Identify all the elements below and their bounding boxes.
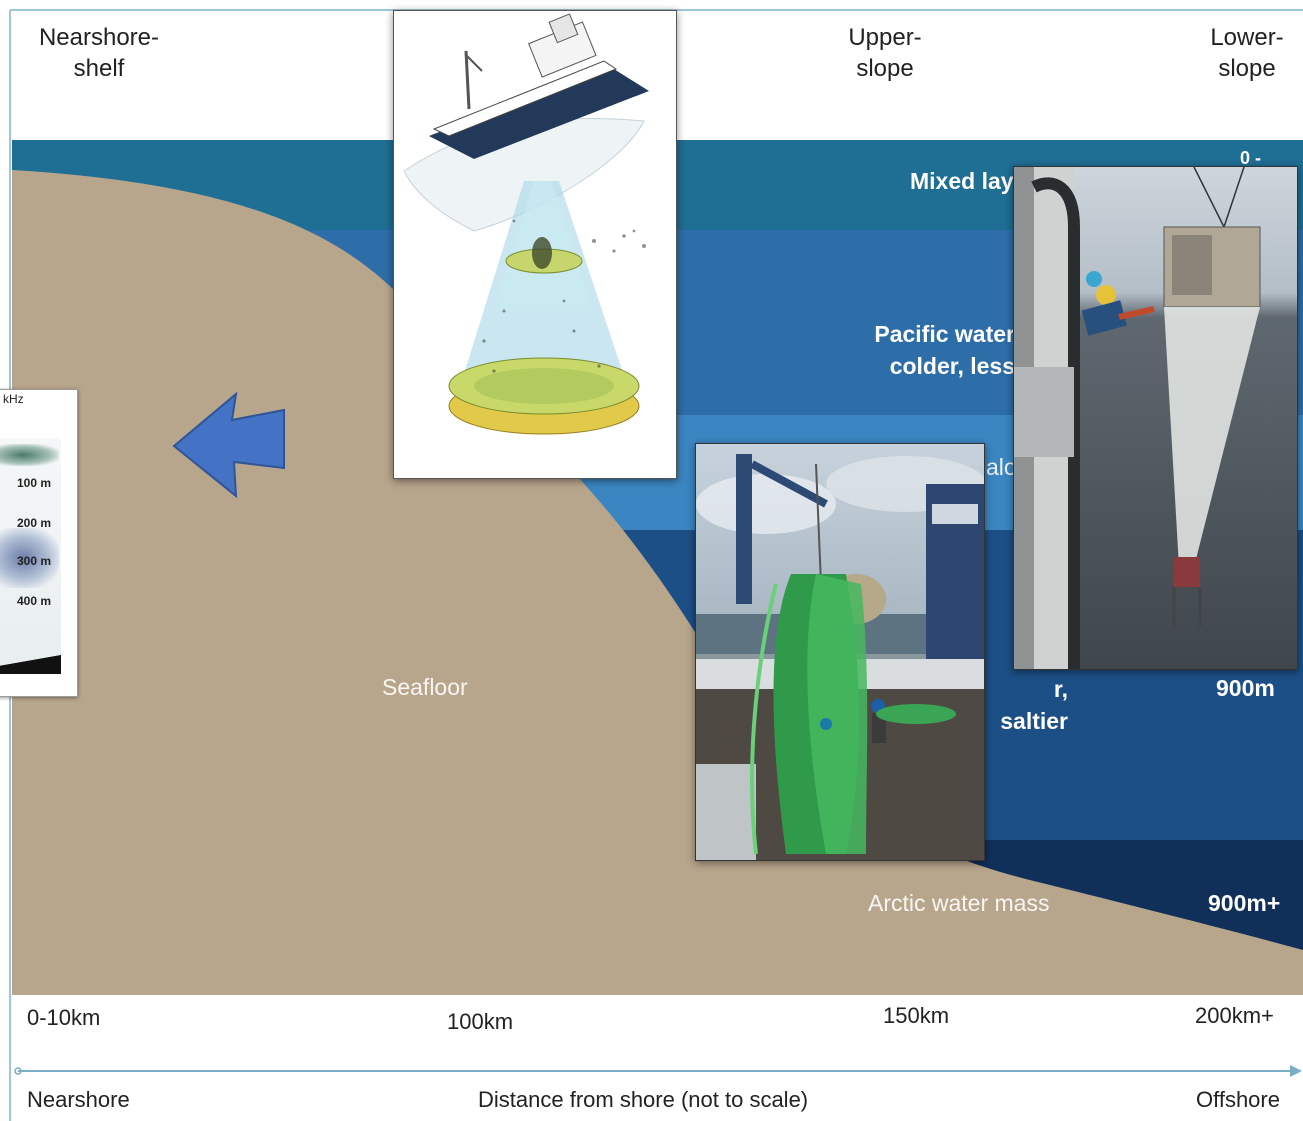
echogram-depth-100: 100 m [17, 476, 52, 490]
distance-200km: 200km+ [1195, 1003, 1274, 1028]
trawl-net-drawing [696, 454, 984, 860]
atlantic-depth-label: 900m [1216, 675, 1275, 701]
depth-top-label: 0 - [1240, 148, 1262, 168]
echogram-deep-layer [0, 528, 59, 588]
distance-100km: 100km [447, 1009, 514, 1034]
plankton-net-drawing [1014, 167, 1261, 669]
axis-offshore-label: Offshore [1196, 1087, 1280, 1112]
echogram-bottom [0, 650, 61, 674]
trawl-net-photo [695, 443, 985, 861]
echogram-plot [0, 438, 61, 674]
axis-arrowhead [1290, 1065, 1302, 1077]
arctic-depth-label: 900m+ [1208, 890, 1281, 916]
axis-origin [14, 1067, 22, 1075]
mixed-layer-label: Mixed lay [910, 168, 1014, 194]
echogram-depth-200: 200 m [17, 516, 52, 530]
zone-nearshore-shelf: Nearshore- shelf [38, 24, 160, 82]
echogram-depth-300: 300 m [17, 554, 52, 568]
axis-title: Distance from shore (not to scale) [478, 1087, 809, 1112]
arctic-water-label: Arctic water mass [868, 890, 1050, 916]
echogram-depth-400: 400 m [17, 594, 52, 608]
bottom-panel [12, 995, 1303, 1121]
halocline-label: alo [986, 454, 1017, 480]
zone-lower-slope: Lower- slope [1210, 24, 1284, 82]
axis-nearshore-label: Nearshore [27, 1087, 130, 1112]
echogram-inset: kHz 100 m 200 m 300 m 400 m [0, 389, 78, 697]
ship-illustration [393, 10, 677, 479]
plankton-net-photo [1013, 166, 1298, 670]
echogram-scatter-layer [0, 444, 59, 466]
pacific-water-label: Pacific water colder, less [874, 321, 1015, 379]
ship-illustration-drawing [403, 13, 649, 435]
seafloor-label: Seafloor [382, 674, 468, 700]
zone-upper-slope: Upper- slope [848, 24, 922, 82]
echogram-title: kHz [3, 392, 24, 406]
left-arrow-icon [172, 391, 285, 499]
distance-0-10km: 0-10km [27, 1005, 101, 1030]
distance-150km: 150km [883, 1003, 950, 1028]
seafloor-shape [12, 170, 1303, 995]
